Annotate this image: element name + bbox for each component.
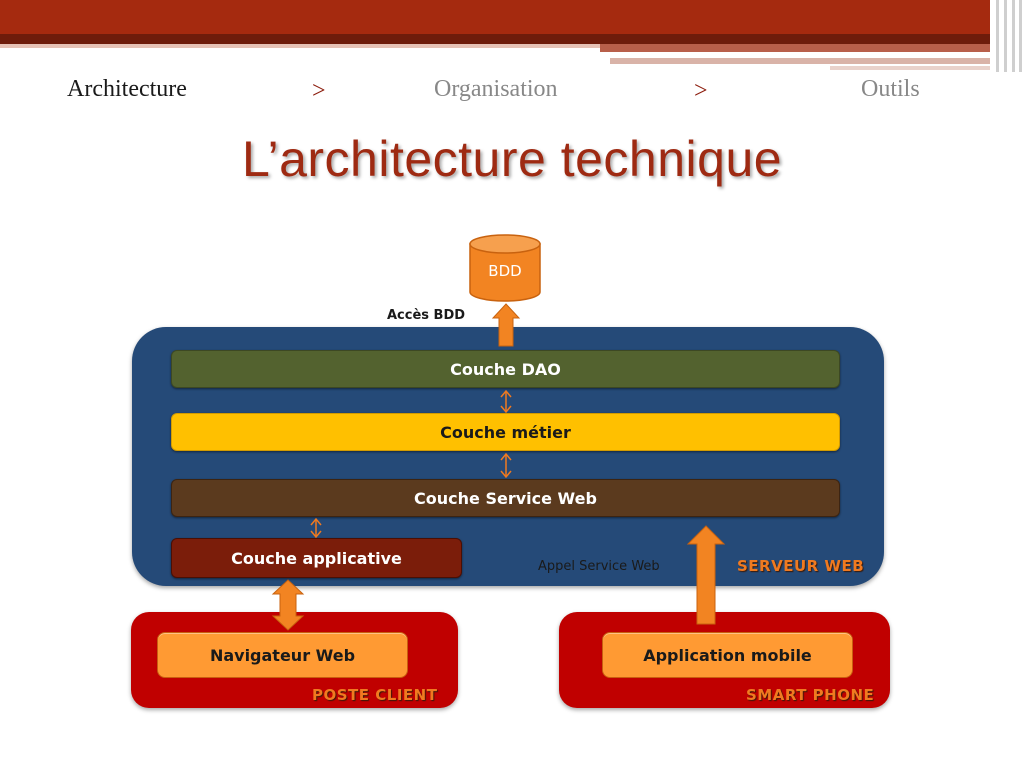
banner-step [610,58,990,64]
layer-dao: Couche DAO [171,350,840,388]
service-call-label: Appel Service Web [538,559,660,574]
layer-applicative: Couche applicative [171,538,462,578]
db-access-label: Accès BDD [387,308,466,323]
metier-service-connector [500,452,512,479]
client-zone-label: POSTE CLIENT [312,686,438,704]
breadcrumb-outils[interactable]: Outils [861,76,920,102]
layer-metier: Couche métier [171,413,840,451]
phone-zone-label: SMART PHONE [746,686,875,704]
dao-metier-connector [500,389,512,414]
banner-band [0,0,990,34]
banner-stripe [1004,0,1007,72]
header-banner [0,0,1024,72]
banner-stripe [1019,0,1022,72]
service-call-arrow [686,525,726,625]
db-access-arrow [491,303,521,347]
banner-step [600,44,990,52]
banner-step [830,66,990,70]
breadcrumb-separator: > [312,78,326,104]
breadcrumb-separator: > [694,78,708,104]
page-title: L’architecture technique [241,131,783,187]
breadcrumb-organisation[interactable]: Organisation [434,76,558,102]
banner-stripe [996,0,999,72]
mobile-app-box: Application mobile [602,632,853,678]
browser-applicative-arrow [271,579,305,631]
browser-box: Navigateur Web [157,632,408,678]
breadcrumb-architecture[interactable]: Architecture [67,76,187,102]
layer-service-web: Couche Service Web [171,479,840,517]
database-icon [469,234,541,302]
banner-band-light [0,44,600,48]
database-label: BDD [488,262,522,280]
service-applicative-connector [310,517,322,539]
server-zone-label: SERVEUR WEB [737,557,865,575]
banner-band-dark [0,34,990,44]
banner-stripe [1012,0,1015,72]
